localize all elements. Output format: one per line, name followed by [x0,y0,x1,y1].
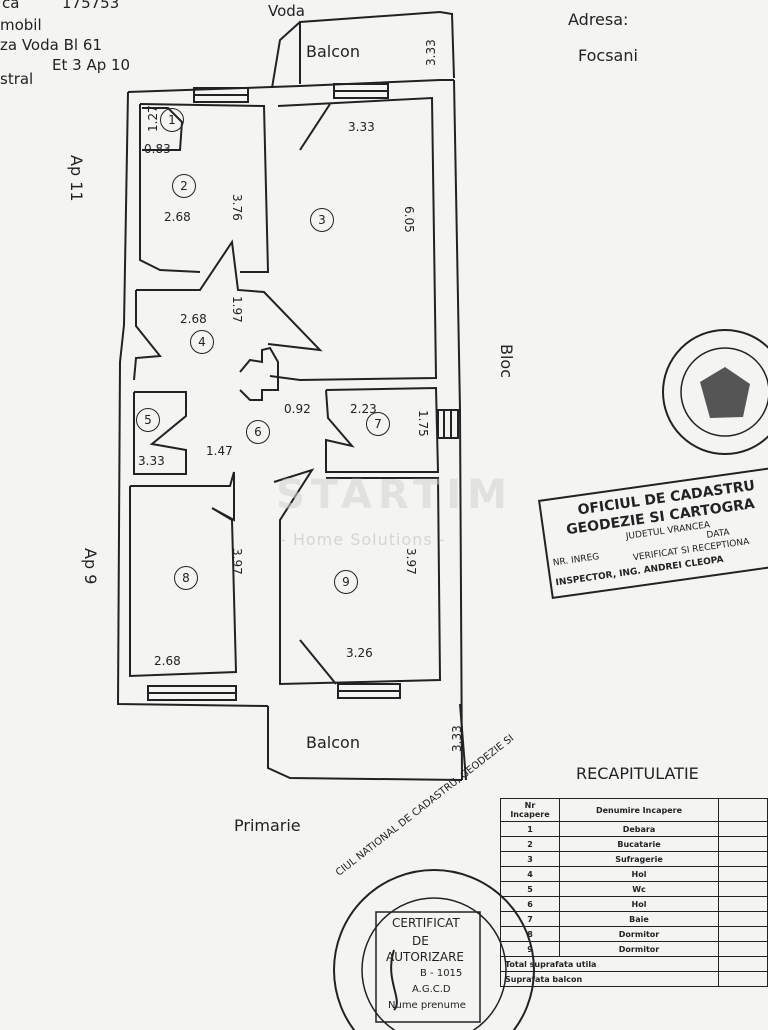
recap-extra [718,821,768,837]
balcon-bottom-label: Balcon [306,733,360,752]
recap-extra [718,851,768,867]
stamp-date: DATA [705,527,731,541]
room-number-2: 2 [172,174,196,198]
recap-name: Hol [559,896,719,912]
room-3-dim-b: 6.05 [402,206,416,233]
recap-extra [718,866,768,882]
room-7-dim-b: 1.75 [416,410,430,437]
recap-nr: 2 [500,836,560,852]
room-number-6: 6 [246,420,270,444]
room-4-dim-a: 2.68 [180,312,207,326]
recap-col-extra [718,798,768,822]
room-number-9: 9 [334,570,358,594]
balcon-top-label: Balcon [306,42,360,61]
table-row: Suprafata balcon [500,971,768,987]
recap-name: Hol [559,866,719,882]
room-9-dim-a: 3.26 [346,646,373,660]
seal-cert-4: B - 1015 [420,968,463,979]
room-number-5: 5 [136,408,160,432]
header-id: 175753 [62,0,120,12]
address-label: Adresa: [568,10,629,29]
room-1-dim-b: 0.83 [144,142,171,156]
certificate-seal-icon [333,869,535,1030]
header-line-stral: stral [0,70,34,88]
recap-name: Dormitor [559,941,719,957]
seal-cert-6: Nume prenume [388,1000,466,1011]
room-8-dim-b: 3.97 [230,548,244,575]
seal-cert-2: DE [412,934,429,948]
recap-name: Dormitor [559,926,719,942]
recap-total-balcon: Suprafata balcon [500,971,719,987]
recap-extra [718,956,768,972]
recap-nr: 1 [500,821,560,837]
recap-extra [718,881,768,897]
room-7-dim-a: 2.23 [350,402,377,416]
recap-name: Baie [559,911,719,927]
room-3-dim-a: 3.33 [348,120,375,134]
seal-cert-5: A.G.C.D [412,984,451,995]
room-number-8: 8 [174,566,198,590]
apartment-9-label: Ap 9 [81,548,100,585]
room-number-7: 7 [366,412,390,436]
recap-name: Debara [559,821,719,837]
room-2-dim-b: 3.76 [230,194,244,221]
recap-extra [718,926,768,942]
apartment-11-label: Ap 11 [67,155,86,202]
balcon-bottom-dim: 3.33 [450,725,464,752]
watermark-brand: STARTIM [276,472,513,518]
room-6-dim-b: 0.92 [284,402,311,416]
header-top-left: ca [2,0,20,12]
balcon-top-dim: 3.33 [424,39,438,66]
recap-extra [718,896,768,912]
recap-name: Sufragerie [559,851,719,867]
header-address: za Voda Bl 61 [0,36,102,54]
room-2-dim-a: 2.68 [164,210,191,224]
room-number-4: 4 [190,330,214,354]
recap-extra [718,911,768,927]
room-number-3: 3 [310,208,334,232]
primarie-label: Primarie [234,816,301,835]
room-8-dim-a: 2.68 [154,654,181,668]
recap-col-name: Denumire Incapere [559,798,719,822]
bloc-label: Bloc [497,344,516,379]
header-line-mobil: mobil [0,16,42,34]
recap-name: Wc [559,881,719,897]
room-6-dim-a: 1.47 [206,444,233,458]
room-5-dim: 3.33 [138,454,165,468]
header-voda: Voda [268,2,305,20]
stamp-nr: NR. INREG [552,552,600,569]
recap-extra [718,836,768,852]
header-floor: Et 3 Ap 10 [52,56,131,74]
recap-extra [718,971,768,987]
room-number-1: 1 [160,108,184,132]
address-city: Focsani [578,46,638,65]
room-1-dim-a: 1.27 [146,105,160,132]
room-9-dim-b: 3.97 [404,548,418,575]
recap-extra [718,941,768,957]
seal-cert-1: CERTIFICAT [392,916,460,930]
seal-cert-3: AUTORIZARE [386,950,464,964]
recap-title: RECAPITULATIE [576,764,699,783]
recap-col-nr: Nr Incapere [500,798,560,822]
recap-name: Bucatarie [559,836,719,852]
watermark-tagline: - Home Solutions - [280,530,446,549]
round-stamp-icon [662,329,768,455]
room-4-dim-b: 1.97 [230,296,244,323]
